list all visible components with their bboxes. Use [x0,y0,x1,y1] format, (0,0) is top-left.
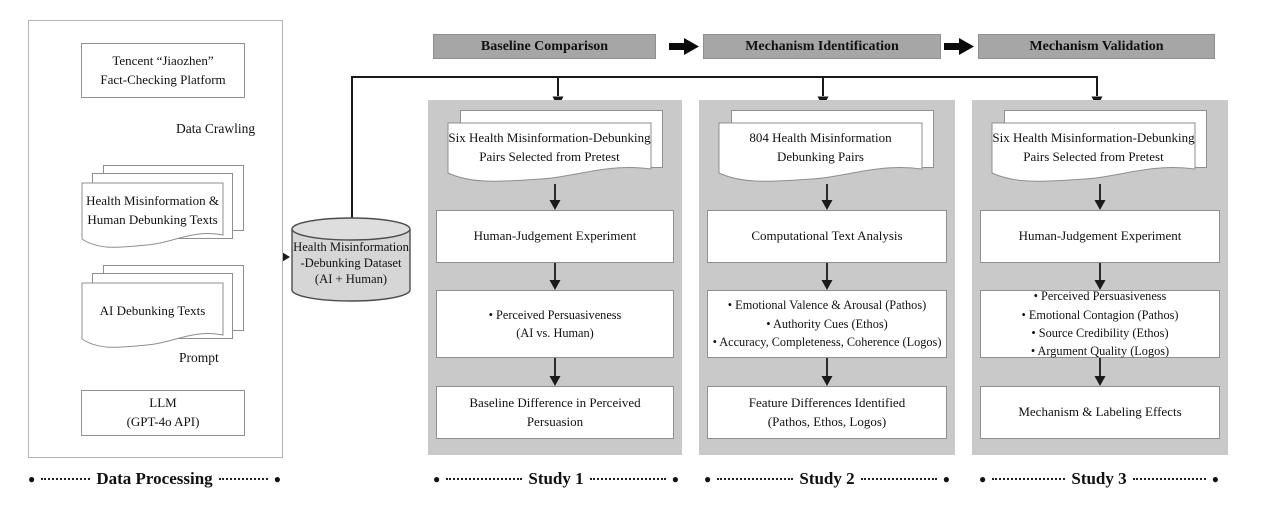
study3-step3-box: Mechanism & Labeling Effects [980,386,1220,439]
study2-doc-stack: 804 Health Misinformation Debunking Pair… [718,110,934,194]
study2-step3-box: Feature Differences Identified (Pathos, … [707,386,947,439]
ai-texts-doc-stack: AI Debunking Texts [81,265,247,357]
study3-step2-box: • Perceived Persuasiveness • Emotional C… [980,289,1220,358]
dotted-leader [992,478,1066,480]
study1-step1-box: Human-Judgement Experiment [436,210,674,263]
endpoint-dot: ● [433,472,441,486]
study3-step1-box: Human-Judgement Experiment [980,210,1220,263]
down-arrow-icon [549,263,561,290]
down-arrow-icon [821,184,833,210]
doc-sheet-front [447,122,652,182]
study2-step2-box: • Emotional Valence & Arousal (Pathos) •… [707,290,947,358]
study1-doc-stack: Six Health Misinformation-Debunking Pair… [447,110,663,194]
dotted-leader [717,478,794,480]
dataset-cylinder-icon [291,217,411,302]
caption-label: Data Processing [96,469,213,488]
stage-bar-mechanism-validation: Mechanism Validation [978,34,1215,59]
caption-study1: ● Study 1 ● [433,467,679,491]
dataset-cylinder-label: Health Misinformation -Debunking Dataset… [293,240,409,286]
prompt-label: Prompt [179,350,219,365]
caption-label: Study 3 [1071,469,1127,488]
endpoint-dot: ● [704,472,712,486]
endpoint-dot: ● [273,472,281,486]
stage-bar-baseline-comparison: Baseline Comparison [433,34,656,59]
endpoint-dot: ● [979,472,987,486]
study1-doc-label: Six Health Misinformation-Debunking Pair… [448,130,651,164]
down-arrow-icon [1094,184,1106,210]
down-arrow-icon [549,184,561,210]
down-arrow-icon [549,358,561,386]
study1-panel: Six Health Misinformation-Debunking Pair… [428,100,682,455]
dotted-leader [218,478,268,480]
down-arrow-icon [1094,263,1106,290]
stage-bar-mechanism-identification: Mechanism Identification [703,34,941,59]
dotted-leader [446,478,523,480]
dotted-leader [1132,478,1206,480]
dotted-leader [41,478,91,480]
caption-data-processing: ● Data Processing ● [28,467,281,491]
stage-arrow-icon [944,38,974,55]
study1-step3-box: Baseline Difference in Perceived Persuas… [436,386,674,439]
stage-arrow-icon [669,38,699,55]
down-arrow-icon [821,263,833,290]
study1-step2-box: • Perceived Persuasiveness (AI vs. Human… [436,290,674,358]
human-texts-doc-stack: Health Misinformation & Human Debunking … [81,165,247,257]
study2-panel: 804 Health Misinformation Debunking Pair… [699,100,955,455]
fact-checking-platform-box: Tencent “Jiaozhen” Fact-Checking Platfor… [81,43,245,98]
study2-doc-label: 804 Health Misinformation Debunking Pair… [749,130,892,164]
caption-study3: ● Study 3 ● [979,467,1219,491]
doc-sheet-front [81,282,224,348]
caption-label: Study 2 [799,469,855,488]
down-arrow-icon [1094,358,1106,386]
dotted-leader [860,478,937,480]
doc-sheet-front [991,122,1196,182]
endpoint-dot: ● [1211,472,1219,486]
dotted-leader [589,478,666,480]
ai-texts-doc-label: AI Debunking Texts [99,302,206,318]
doc-sheet-front [81,182,224,248]
data-crawling-label: Data Crawling [176,121,256,136]
endpoint-dot: ● [671,472,679,486]
endpoint-dot: ● [942,472,950,486]
caption-study2: ● Study 2 ● [704,467,950,491]
doc-sheet-front [718,122,923,182]
llm-box: LLM (GPT-4o API) [81,390,245,436]
study3-doc-label: Six Health Misinformation-Debunking Pair… [992,130,1195,164]
study3-panel: Six Health Misinformation-Debunking Pair… [972,100,1228,455]
study2-step1-box: Computational Text Analysis [707,210,947,263]
human-texts-doc-label: Health Misinformation & Human Debunking … [86,193,219,227]
endpoint-dot: ● [28,472,36,486]
caption-label: Study 1 [528,469,584,488]
down-arrow-icon [821,358,833,386]
study3-doc-stack: Six Health Misinformation-Debunking Pair… [991,110,1207,194]
